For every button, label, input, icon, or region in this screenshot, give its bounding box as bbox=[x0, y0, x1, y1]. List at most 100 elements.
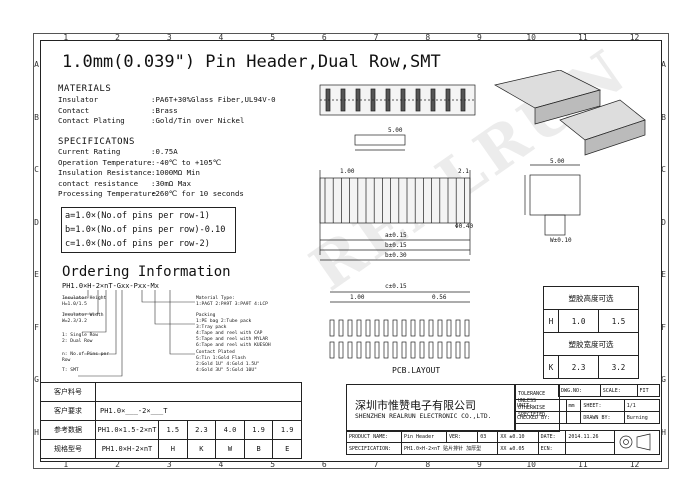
dim-phi-0-40: Φ0.40 bbox=[455, 223, 473, 230]
ecn-value bbox=[565, 442, 615, 455]
grid-col-label: 9 bbox=[477, 33, 482, 42]
pcb-layout-label: PCB.LAYOUT bbox=[392, 366, 440, 375]
grid-row-label: G bbox=[661, 375, 666, 384]
ref-cell-2: 2.3 bbox=[186, 420, 217, 440]
ref-cell-5: 1.9 bbox=[272, 420, 302, 440]
grid-col-label: 3 bbox=[166, 33, 172, 42]
dim-1-00-pcb: 1.00 bbox=[350, 294, 365, 301]
spec-value: :-40℃ to +105℃ bbox=[151, 157, 221, 167]
title-block-bottom: PRODUCT NAME: Pin Header VER: 03 XX ±0.1… bbox=[346, 430, 660, 455]
grid-col-label: 2 bbox=[115, 33, 120, 42]
grid-row-label: E bbox=[34, 270, 39, 279]
grid-col-label: 12 bbox=[629, 460, 640, 469]
pcb-pad bbox=[446, 341, 452, 359]
ordering-note: Row bbox=[62, 358, 71, 363]
height-options-table: 塑胶高度可选 H 1.0 1.5 塑胶宽度可选 K 2.3 3.2 bbox=[542, 286, 639, 379]
customer-pn-label: 客户料号 bbox=[40, 382, 96, 402]
projection-symbol-cell bbox=[614, 430, 660, 455]
pcb-pad bbox=[410, 319, 416, 337]
drawn-by-label: DRAWN BY: bbox=[580, 411, 625, 424]
ordering-note: T: SMT bbox=[62, 368, 79, 373]
ref-cell-4: 1.9 bbox=[243, 420, 274, 440]
ordering-note: 2:Gold 1U" 4:Gold 1.5U" bbox=[196, 362, 260, 367]
grid-col-label: 6 bbox=[321, 460, 327, 469]
spec-label: contact resistance bbox=[58, 178, 139, 188]
product-name-value: Pin Header bbox=[401, 430, 447, 443]
ecn-label: ECN: bbox=[537, 442, 567, 455]
ordering-note: 3:Tray pack bbox=[196, 325, 227, 330]
width-cell-2: 3.2 bbox=[598, 355, 639, 379]
grid-row-label: E bbox=[661, 270, 666, 279]
pcb-pad bbox=[428, 319, 434, 337]
grid-col-label: 5 bbox=[270, 460, 276, 469]
formula-box: a=1.0×(No.of pins per row-1) b=1.0×(No.o… bbox=[61, 207, 236, 253]
company-name-en: SHENZHEN REALRUN ELECTRONIC CO.,LTD. bbox=[355, 413, 492, 420]
height-cell-1: 1.0 bbox=[558, 309, 600, 333]
grid-col-label: 8 bbox=[425, 460, 431, 469]
ordering-note: G:Tin 1:Gold Flash bbox=[196, 356, 246, 361]
grid-col-label: 3 bbox=[166, 460, 172, 469]
grid-col-label: 7 bbox=[373, 33, 379, 42]
pcb-pad bbox=[428, 341, 434, 359]
ordering-note: H=1.0/1.5 bbox=[62, 302, 87, 307]
tolerance-note: TOLERANCE bbox=[518, 391, 546, 397]
ordering-note: 4:Gold 3U" 5:Gold 10U" bbox=[196, 368, 257, 373]
grid-row-label: A bbox=[661, 60, 666, 69]
grid-row-label: F bbox=[661, 322, 666, 332]
grid-row-label: B bbox=[661, 112, 666, 122]
pcb-pad bbox=[419, 341, 425, 359]
grid-row-label: H bbox=[34, 427, 39, 437]
customer-table: 客户料号 客户要求 PH1.0×___-2×___T 参考数据 PH1.0×1.… bbox=[40, 382, 302, 459]
pcb-pad bbox=[365, 319, 371, 337]
pcb-pad bbox=[383, 319, 389, 337]
sheet-value: 1/1 bbox=[623, 399, 661, 412]
specification-label: SPECIFICATION: bbox=[346, 442, 402, 455]
drawing-frame bbox=[40, 40, 662, 462]
grid-row-label: C bbox=[34, 165, 39, 174]
ordering-note: 1: Single Row bbox=[62, 333, 98, 338]
drawing-outer-border bbox=[33, 33, 669, 469]
pcb-pad bbox=[437, 319, 443, 337]
pcb-pad bbox=[401, 319, 407, 337]
tolerance-xx-005: XX ±0.05 bbox=[497, 442, 539, 455]
pcb-pad bbox=[347, 319, 353, 337]
spec-value: :1000MΩ Min bbox=[151, 168, 200, 178]
grid-col-label: 11 bbox=[578, 33, 588, 42]
grid-col-label: 1 bbox=[63, 460, 69, 469]
pcb-pad bbox=[437, 341, 443, 359]
pcb-pad bbox=[410, 341, 416, 359]
customer-request-value: PH1.0×___-2×___T bbox=[95, 401, 302, 421]
drawn-by-value: Burning bbox=[623, 411, 661, 424]
sheet-label: SHEET: bbox=[580, 399, 625, 412]
grid-col-label: 7 bbox=[373, 460, 379, 469]
dim-b-tol-030: b±0.30 bbox=[385, 252, 407, 259]
grid-col-label: 8 bbox=[425, 33, 431, 42]
company-block: 深圳市惟赞电子有限公司 SHENZHEN REALRUN ELECTRONIC … bbox=[346, 384, 516, 432]
dwg-no-label: DWG.NO: bbox=[558, 384, 601, 397]
drawing-title: 1.0mm(0.039") Pin Header,Dual Row,SMT bbox=[62, 52, 441, 72]
dim-b-tol: b±0.15 bbox=[385, 242, 407, 249]
material-label: Contact bbox=[58, 105, 90, 115]
formula-b: b=1.0×(No.of pins per row)-0.10 bbox=[65, 225, 226, 235]
reference-data-value: PH1.0×1.5-2×nT bbox=[95, 420, 159, 440]
pcb-pad bbox=[464, 319, 470, 337]
spec-cell-3: W bbox=[215, 439, 245, 459]
checked-by-value bbox=[565, 411, 582, 424]
grid-col-label: 10 bbox=[526, 33, 536, 42]
ref-cell-1: 1.5 bbox=[158, 420, 188, 440]
height-options-title: 塑胶高度可选 bbox=[543, 286, 639, 310]
spec-label: Insulation Resistance bbox=[58, 168, 152, 178]
pcb-pad bbox=[338, 319, 344, 337]
spec-label: Processing Temperature bbox=[58, 189, 156, 199]
unit-label: UNIT: bbox=[514, 399, 567, 412]
material-value: :Brass bbox=[151, 105, 178, 115]
spec-value: :260℃ for 10 seconds bbox=[151, 189, 244, 199]
material-label: Insulator bbox=[58, 95, 99, 104]
ref-cell-3: 4.0 bbox=[215, 420, 245, 440]
spec-value: :0.75A bbox=[151, 147, 178, 156]
ordering-note: 4:Tape and reel with CAP bbox=[196, 331, 263, 336]
ordering-code: PH1.0×H-2×nT-Gxx-Pxx-Mx bbox=[62, 282, 159, 290]
grid-col-label: 6 bbox=[321, 33, 327, 42]
dim-w: W±0.10 bbox=[550, 237, 572, 244]
pcb-pad bbox=[419, 319, 425, 337]
